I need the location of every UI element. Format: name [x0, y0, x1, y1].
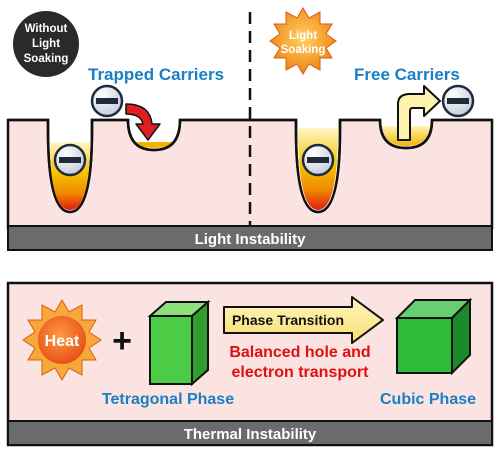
- cubic-phase-label: Cubic Phase: [380, 391, 476, 408]
- thermal-instability-footer-bar: [7, 420, 493, 446]
- light-instability-panel: Light Instability Without Light Soaking …: [6, 7, 494, 251]
- thermal-instability-panel: Thermal Instability Heat + Phase Transit…: [6, 281, 494, 447]
- balanced-transport-line1: Balanced hole and: [229, 344, 370, 361]
- thermal-instability-label: Thermal Instability: [184, 426, 317, 443]
- phase-transition-arrow: Phase Transition: [223, 296, 384, 344]
- tetragonal-prism-icon: [147, 299, 211, 387]
- trapped-shallow-well-fill: [132, 142, 176, 148]
- plus-sign: +: [112, 322, 132, 360]
- badge-light-line2: Soaking: [281, 44, 326, 56]
- cubic-cube-icon: [394, 297, 473, 376]
- badge-without-line2: Light: [32, 38, 60, 50]
- trapping-arrow: [125, 103, 161, 141]
- carrier-free-escaped: [441, 84, 475, 118]
- escape-arrow: [397, 85, 441, 141]
- light-instability-footer-bar: [7, 225, 493, 251]
- free-carriers-label: Free Carriers: [354, 65, 460, 84]
- badge-without-line3: Soaking: [24, 53, 69, 65]
- sun-icon: [269, 7, 337, 75]
- badge-without-line1: Without: [25, 23, 68, 35]
- trapped-carriers-label: Trapped Carriers: [88, 65, 224, 84]
- carrier-free-well: [301, 143, 335, 177]
- carrier-trapped-well: [53, 143, 87, 177]
- phase-transition-label: Phase Transition: [232, 312, 344, 328]
- badge-light-line1: Light: [289, 30, 317, 42]
- without-light-soaking-badge: Without Light Soaking: [13, 11, 79, 77]
- heat-badge: Heat: [22, 299, 102, 381]
- well-outline: [8, 118, 492, 214]
- heat-core: [38, 316, 86, 364]
- tetragonal-phase-label: Tetragonal Phase: [102, 391, 234, 408]
- light-soaking-sun-badge: Light Soaking: [269, 7, 337, 75]
- balanced-transport-line2: electron transport: [232, 364, 370, 381]
- light-instability-label: Light Instability: [195, 231, 306, 248]
- heat-label: Heat: [45, 333, 80, 350]
- carrier-trapped-top: [90, 84, 124, 118]
